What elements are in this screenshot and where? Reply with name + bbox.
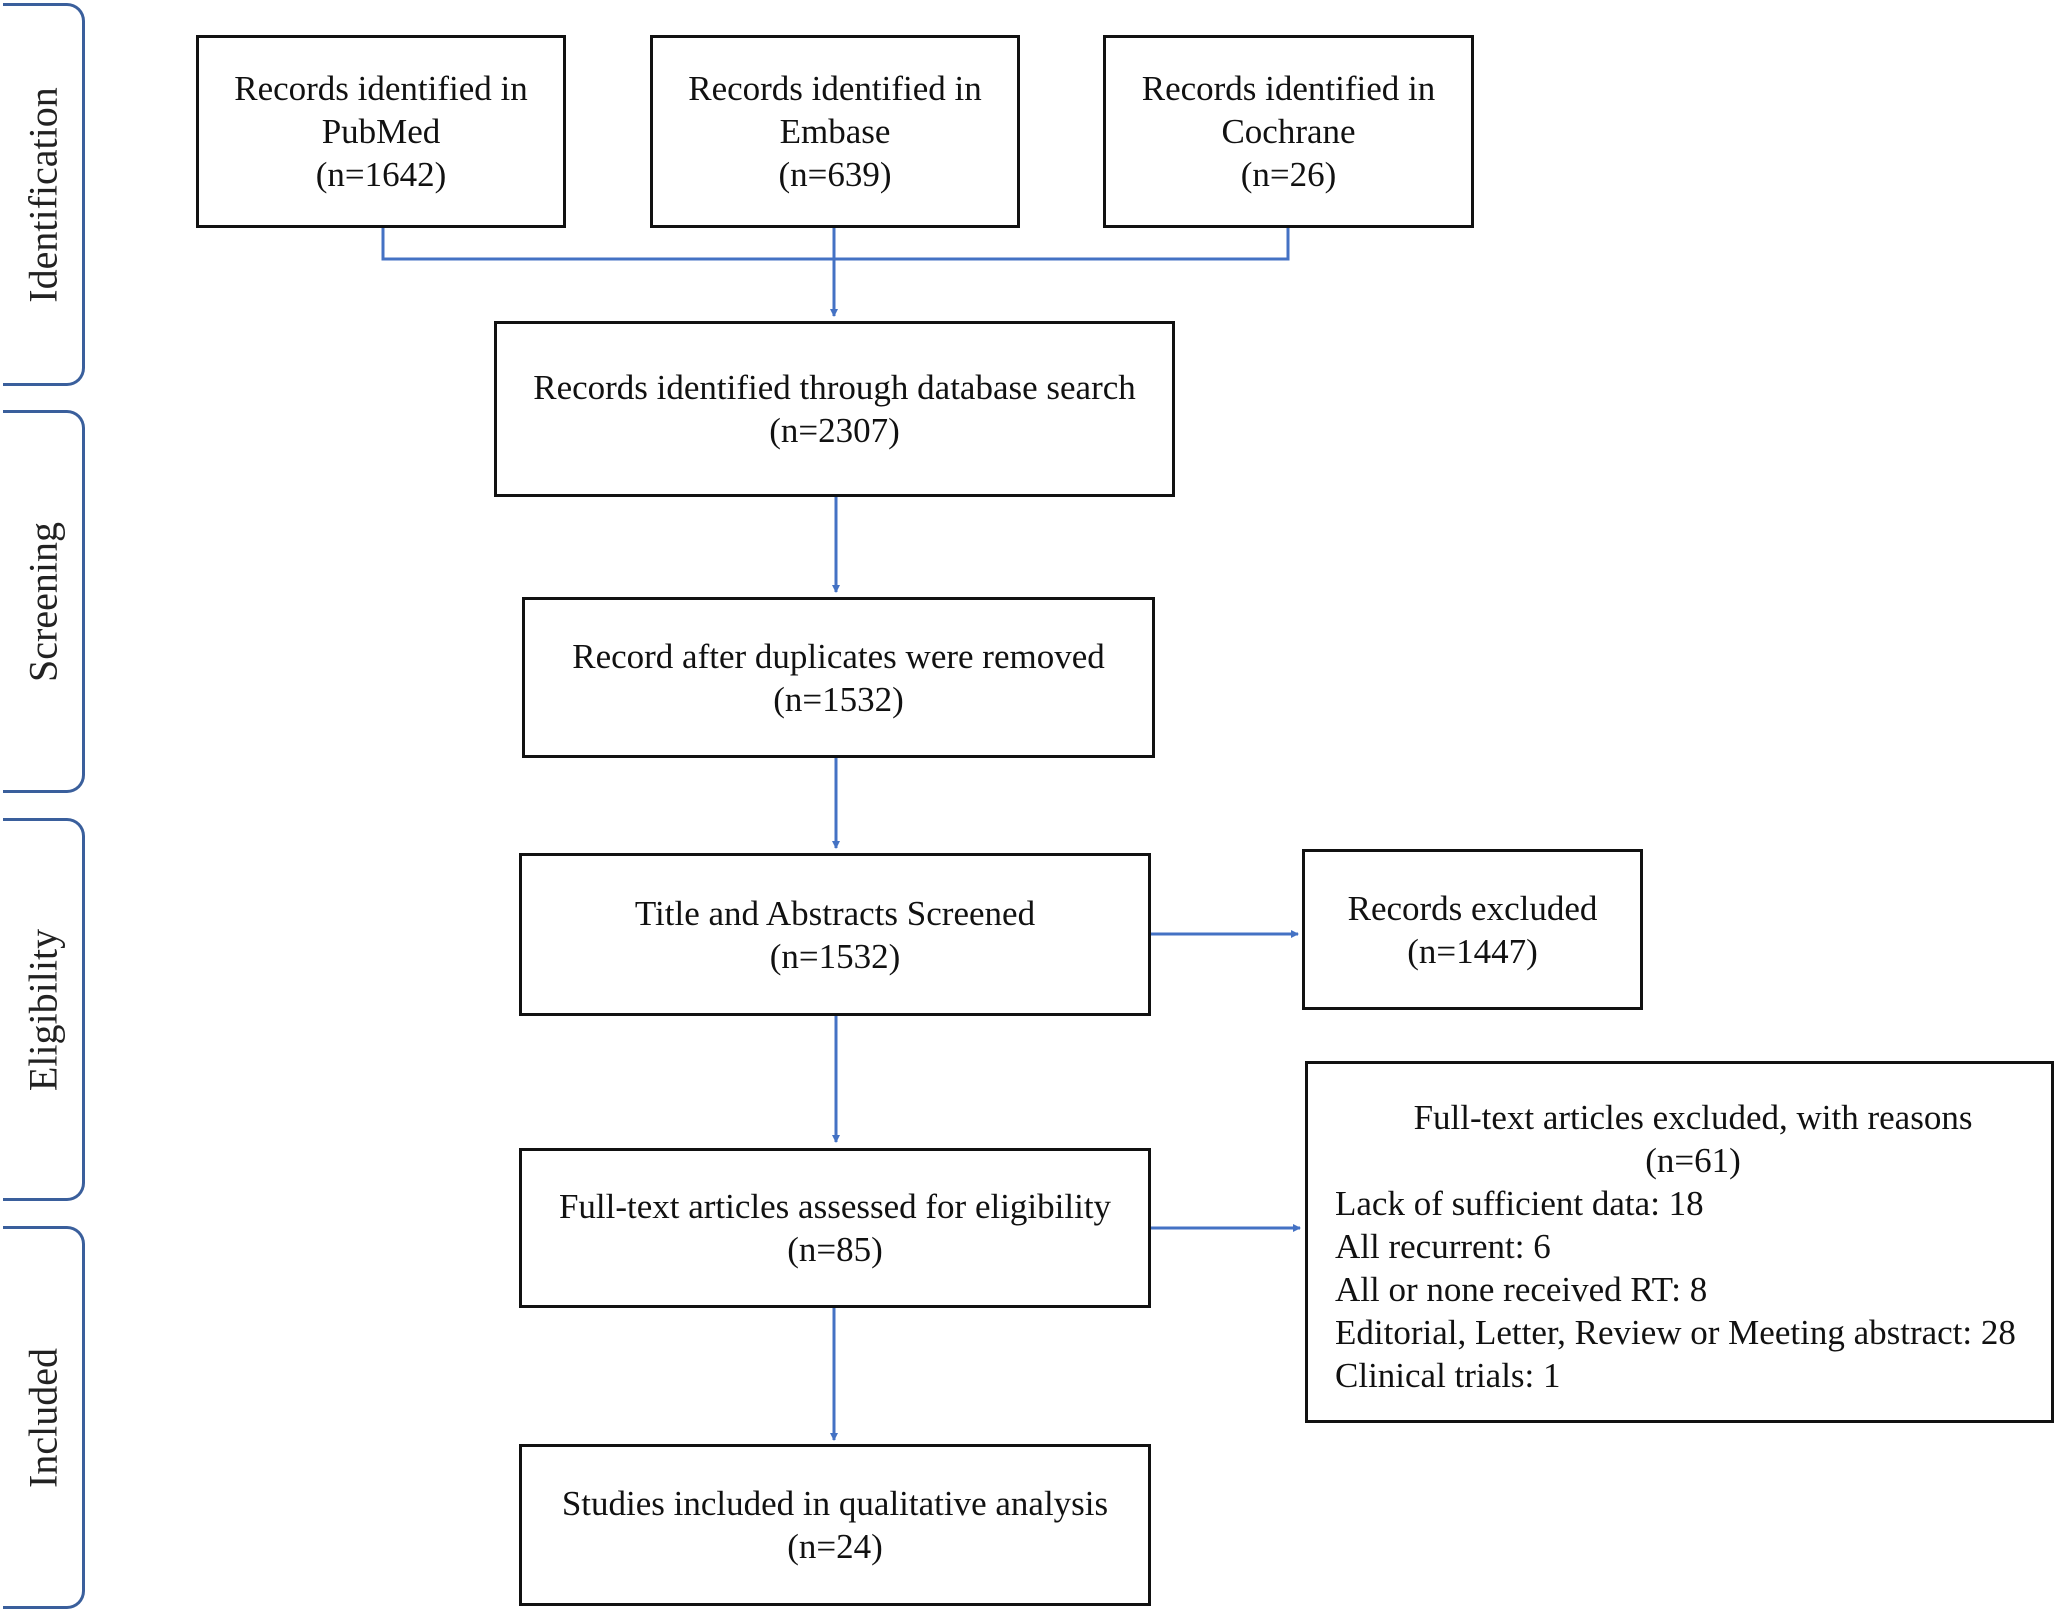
box-database-search: Records identified through database sear…: [494, 321, 1175, 497]
exclusion-reason: Editorial, Letter, Review or Meeting abs…: [1335, 1312, 2016, 1352]
box-text: Record after duplicates were removed: [572, 636, 1105, 676]
stage-included: Included: [3, 1226, 85, 1609]
exclusion-reason: All or none received RT: 8: [1335, 1269, 1708, 1309]
exclusion-reason: All recurrent: 6: [1335, 1226, 1551, 1266]
box-count: (n=85): [787, 1230, 883, 1269]
stage-identification: Identification: [3, 3, 85, 386]
box-count: (n=1532): [773, 679, 904, 719]
exclusion-reason: Clinical trials: 1: [1335, 1355, 1561, 1395]
box-count: (n=26): [1240, 155, 1337, 194]
box-fulltext-assessed: Full-text articles assessed for eligibil…: [519, 1148, 1151, 1308]
box-embase: Records identified in Embase (n=639): [650, 35, 1020, 228]
box-text: Records excluded: [1347, 888, 1598, 928]
box-text: Records identified in: [234, 69, 528, 108]
box-records-excluded: Records excluded (n=1447): [1302, 849, 1643, 1010]
box-duplicates-removed: Record after duplicates were removed (n=…: [522, 597, 1155, 758]
box-pubmed: Records identified in PubMed (n=1642): [196, 35, 566, 228]
box-text: Full-text articles assessed for eligibil…: [558, 1187, 1112, 1226]
box-included: Studies included in qualitative analysis…: [519, 1444, 1151, 1606]
exclusion-reason: Lack of sufficient data: 18: [1335, 1183, 1704, 1223]
box-count: (n=1532): [769, 936, 901, 976]
box-text: Records identified in: [1141, 69, 1436, 108]
box-screened: Title and Abstracts Screened (n=1532): [519, 853, 1151, 1016]
box-count: (n=24): [787, 1527, 883, 1566]
box-text: Records identified through database sear…: [533, 368, 1136, 407]
box-count: (n=61): [1645, 1140, 1741, 1180]
box-text: Embase: [779, 112, 891, 151]
stage-eligibility: Eligibility: [3, 818, 85, 1201]
box-text: Full-text articles excluded, with reason…: [1413, 1097, 1973, 1137]
stage-screening: Screening: [3, 410, 85, 793]
box-fulltext-excluded: Full-text articles excluded, with reason…: [1305, 1061, 2054, 1423]
box-count: (n=1447): [1407, 931, 1538, 971]
box-text: PubMed: [321, 112, 441, 151]
box-text: Cochrane: [1221, 112, 1356, 151]
box-cochrane: Records identified in Cochrane (n=26): [1103, 35, 1474, 228]
box-count: (n=1642): [315, 155, 447, 194]
box-count: (n=639): [778, 155, 892, 194]
box-count: (n=2307): [769, 411, 900, 450]
box-text: Records identified in: [688, 69, 982, 108]
box-text: Title and Abstracts Screened: [634, 893, 1036, 933]
box-text: Studies included in qualitative analysis: [561, 1484, 1109, 1523]
